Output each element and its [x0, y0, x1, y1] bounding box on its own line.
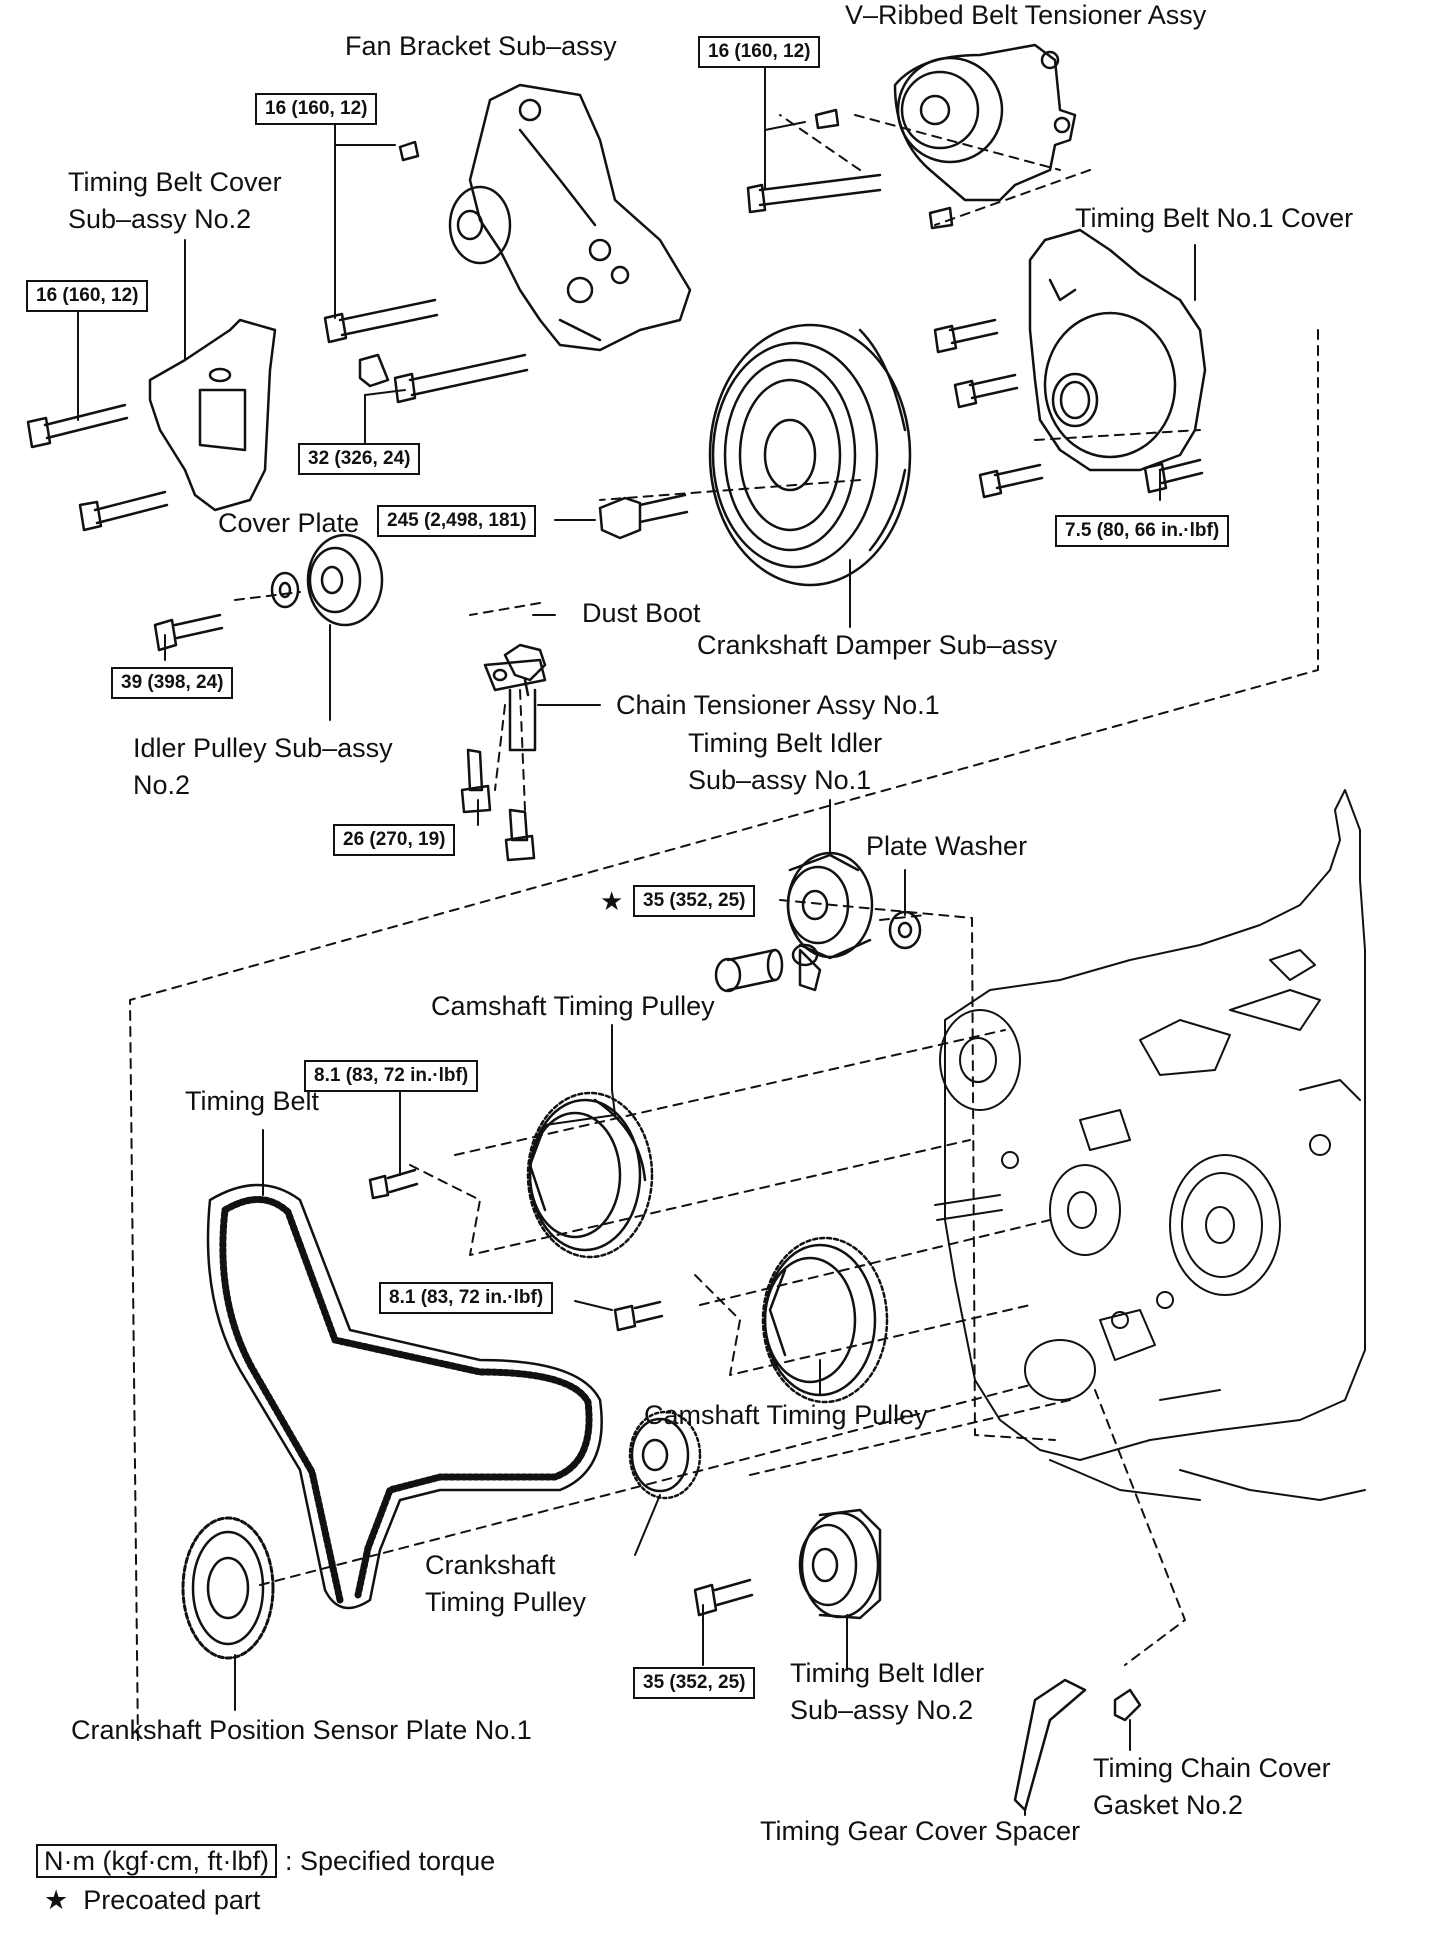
camshaft-timing-pulley-upper-drawing: [526, 1091, 654, 1259]
legend-unit-box: N·m (kgf·cm, ft·lbf): [36, 1844, 277, 1878]
label-line-2: Timing Pulley: [425, 1587, 587, 1617]
legend-precoat: ★ Precoated part: [44, 1885, 260, 1916]
label-line-1: Timing Belt Idler: [790, 1658, 985, 1688]
label-line-2: No.2: [133, 770, 191, 800]
idler-no2-bolt-drawing: [153, 613, 224, 652]
label-line-1: Timing Belt Idler: [688, 728, 883, 758]
cam-upper-bolt-drawing: [368, 1168, 419, 1200]
label-fan-bracket: Fan Bracket Sub–assy: [345, 31, 617, 61]
label-crankshaft-timing-pulley: Crankshaft Timing Pulley: [425, 1547, 586, 1621]
label-plate-washer: Plate Washer: [866, 831, 1028, 861]
cam-lower-bolt-drawing: [613, 1300, 664, 1332]
leader-lines: [77, 59, 1196, 1816]
legend-star-icon: ★: [44, 1885, 69, 1915]
torque-no1-cover-bolt: 7.5 (80, 66 in.·lbf): [1055, 515, 1230, 547]
label-line-2: Sub–assy No.1: [688, 765, 872, 795]
no1-cover-bolts-drawing: [933, 318, 1204, 499]
legend-torque: N·m (kgf·cm, ft·lbf): Specified torque: [36, 1844, 496, 1878]
torque-chain-tensioner-bolt: 26 (270, 19): [333, 824, 456, 856]
crankshaft-position-sensor-plate-drawing: [181, 1516, 275, 1660]
torque-fan-bracket-bolt: 16 (160, 12): [255, 93, 378, 125]
label-line-1: Timing Belt Cover: [68, 167, 282, 197]
timing-belt-drawing: [206, 1183, 603, 1610]
torque-tensioner-bolt: 16 (160, 12): [698, 36, 821, 68]
label-line-2: Sub–assy No.2: [790, 1695, 974, 1725]
idler-pulley-no2-drawing: [270, 533, 384, 627]
label-timing-belt-cover-no2: Timing Belt Cover Sub–assy No.2: [68, 164, 282, 238]
chain-tensioner-drawing: [483, 643, 547, 752]
label-cover-plate: Cover Plate: [218, 508, 360, 538]
torque-idler-no1-bolt: 35 (352, 25): [633, 885, 756, 917]
label-v-ribbed-belt-tensioner: V–Ribbed Belt Tensioner Assy: [845, 0, 1207, 30]
label-timing-belt: Timing Belt: [185, 1086, 320, 1116]
label-idler-pulley-no2: Idler Pulley Sub–assy No.2: [133, 730, 393, 804]
label-timing-belt-idler-no1: Timing Belt Idler Sub–assy No.1: [688, 725, 882, 799]
precoat-star-icon: ★: [600, 886, 624, 916]
v-ribbed-belt-tensioner-drawing: [893, 43, 1077, 202]
camshaft-timing-pulley-lower-drawing: [761, 1236, 889, 1404]
timing-belt-no1-cover-drawing: [1028, 228, 1207, 472]
label-camshaft-timing-pulley-upper: Camshaft Timing Pulley: [431, 991, 715, 1021]
chain-tensioner-bolts-drawing: [460, 748, 536, 862]
torque-idler-no2-lower-bolt: 35 (352, 25): [633, 1667, 756, 1699]
torque-cover-no2-bolt: 16 (160, 12): [26, 280, 149, 312]
label-timing-chain-cover-gasket: Timing Chain Cover Gasket No.2: [1093, 1750, 1331, 1824]
label-timing-belt-no1-cover: Timing Belt No.1 Cover: [1075, 203, 1354, 233]
idler-no1-bolt-drawing: [714, 948, 784, 993]
timing-gear-cover-spacer-drawing: [1013, 1678, 1087, 1812]
crankshaft-damper-drawing: [708, 323, 912, 587]
label-dust-boot: Dust Boot: [582, 598, 701, 628]
legend-unit-text: : Specified torque: [284, 1846, 496, 1876]
label-line-1: Crankshaft: [425, 1550, 556, 1580]
engine-block-drawing: [934, 789, 1366, 1501]
label-line-2: Sub–assy No.2: [68, 204, 252, 234]
torque-cam-pulley-lower-bolt: 8.1 (83, 72 in.·lbf): [379, 1282, 554, 1314]
label-timing-belt-idler-no2: Timing Belt Idler Sub–assy No.2: [790, 1655, 984, 1729]
idler-no2-lower-bolt-drawing: [693, 1578, 754, 1617]
fan-bracket-bolts-drawing: [323, 140, 529, 404]
timing-belt-idler-no1-drawing: [786, 851, 922, 992]
crankshaft-timing-pulley-drawing: [628, 1410, 702, 1500]
timing-belt-idler-no2-drawing: [798, 1508, 882, 1620]
label-chain-tensioner: Chain Tensioner Assy No.1: [616, 690, 940, 720]
label-crank-position-sensor-plate: Crankshaft Position Sensor Plate No.1: [71, 1715, 532, 1745]
tensioner-bolts-drawing: [746, 108, 954, 230]
label-line-1: Idler Pulley Sub–assy: [133, 733, 393, 763]
torque-cam-pulley-upper-bolt: 8.1 (83, 72 in.·lbf): [304, 1060, 479, 1092]
label-timing-gear-cover-spacer: Timing Gear Cover Spacer: [760, 1816, 1081, 1846]
torque-idler-no2-bolt: 39 (398, 24): [111, 667, 234, 699]
torque-fan-bracket-lower: 32 (326, 24): [298, 443, 421, 475]
damper-bolt-drawing: [598, 493, 689, 540]
label-camshaft-timing-pulley-lower: Camshaft Timing Pulley: [644, 1400, 928, 1430]
cover-no2-bolts-drawing: [26, 403, 169, 532]
assembly-guide-lines: [129, 114, 1319, 1746]
timing-chain-cover-gasket-drawing: [1113, 1688, 1142, 1722]
label-line-2: Gasket No.2: [1093, 1790, 1244, 1820]
fan-bracket-drawing: [448, 83, 692, 352]
timing-belt-cover-no2-drawing: [148, 318, 277, 512]
label-line-1: Timing Chain Cover: [1093, 1753, 1331, 1783]
torque-damper-bolt: 245 (2,498, 181): [377, 505, 537, 537]
legend-star-text: Precoated part: [83, 1885, 261, 1915]
label-crankshaft-damper: Crankshaft Damper Sub–assy: [697, 630, 1058, 660]
